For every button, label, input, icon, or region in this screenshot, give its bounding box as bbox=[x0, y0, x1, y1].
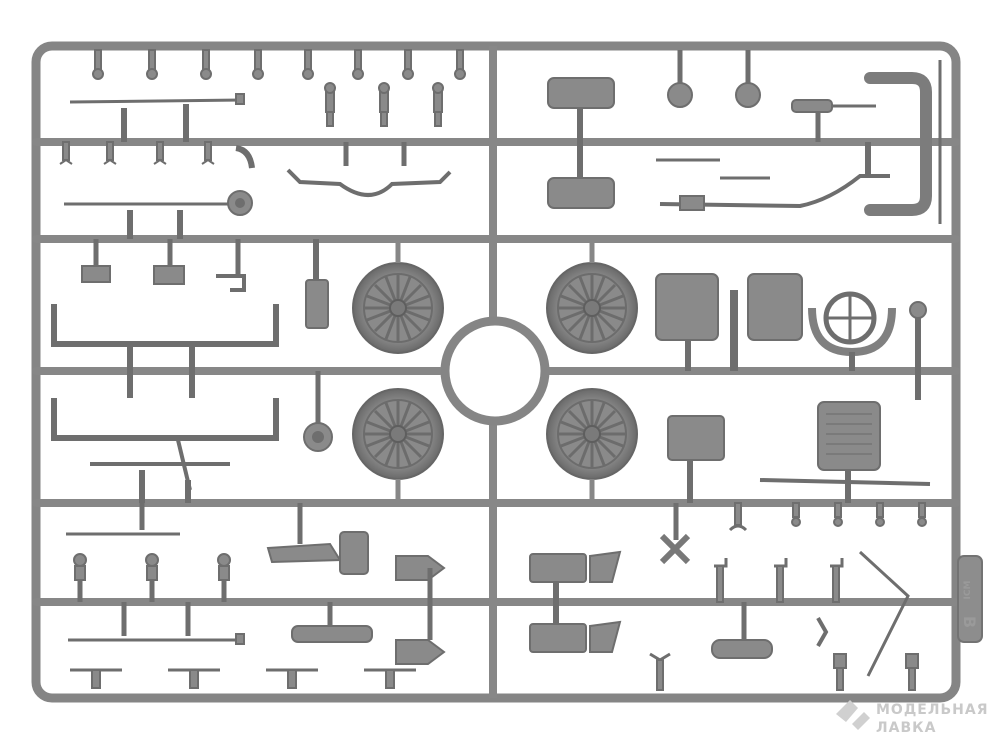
watermark: МОДЕЛЬНАЯ ЛАВКА bbox=[836, 700, 989, 736]
sprue-letter: B bbox=[960, 616, 979, 628]
row-two-parts bbox=[59, 141, 452, 239]
right-middle-parts bbox=[655, 273, 931, 503]
center-ring bbox=[440, 316, 550, 426]
sprue-logo-text: ICM bbox=[963, 581, 973, 600]
wheel bbox=[352, 262, 444, 354]
sprue-tag: ICM B bbox=[957, 555, 983, 643]
watermark-line2: ЛАВКА bbox=[876, 720, 936, 736]
lower-left-parts bbox=[66, 503, 446, 689]
left-middle-parts bbox=[51, 239, 333, 503]
top-hook-parts bbox=[69, 49, 466, 142]
wheel bbox=[546, 262, 638, 354]
wheels bbox=[352, 243, 638, 499]
lower-right-parts bbox=[529, 502, 927, 691]
upper-right-parts bbox=[547, 50, 942, 224]
watermark-line1: МОДЕЛЬНАЯ bbox=[876, 702, 989, 718]
shop-logo-icon bbox=[836, 700, 870, 730]
wheel bbox=[352, 388, 444, 480]
wheel bbox=[546, 388, 638, 480]
